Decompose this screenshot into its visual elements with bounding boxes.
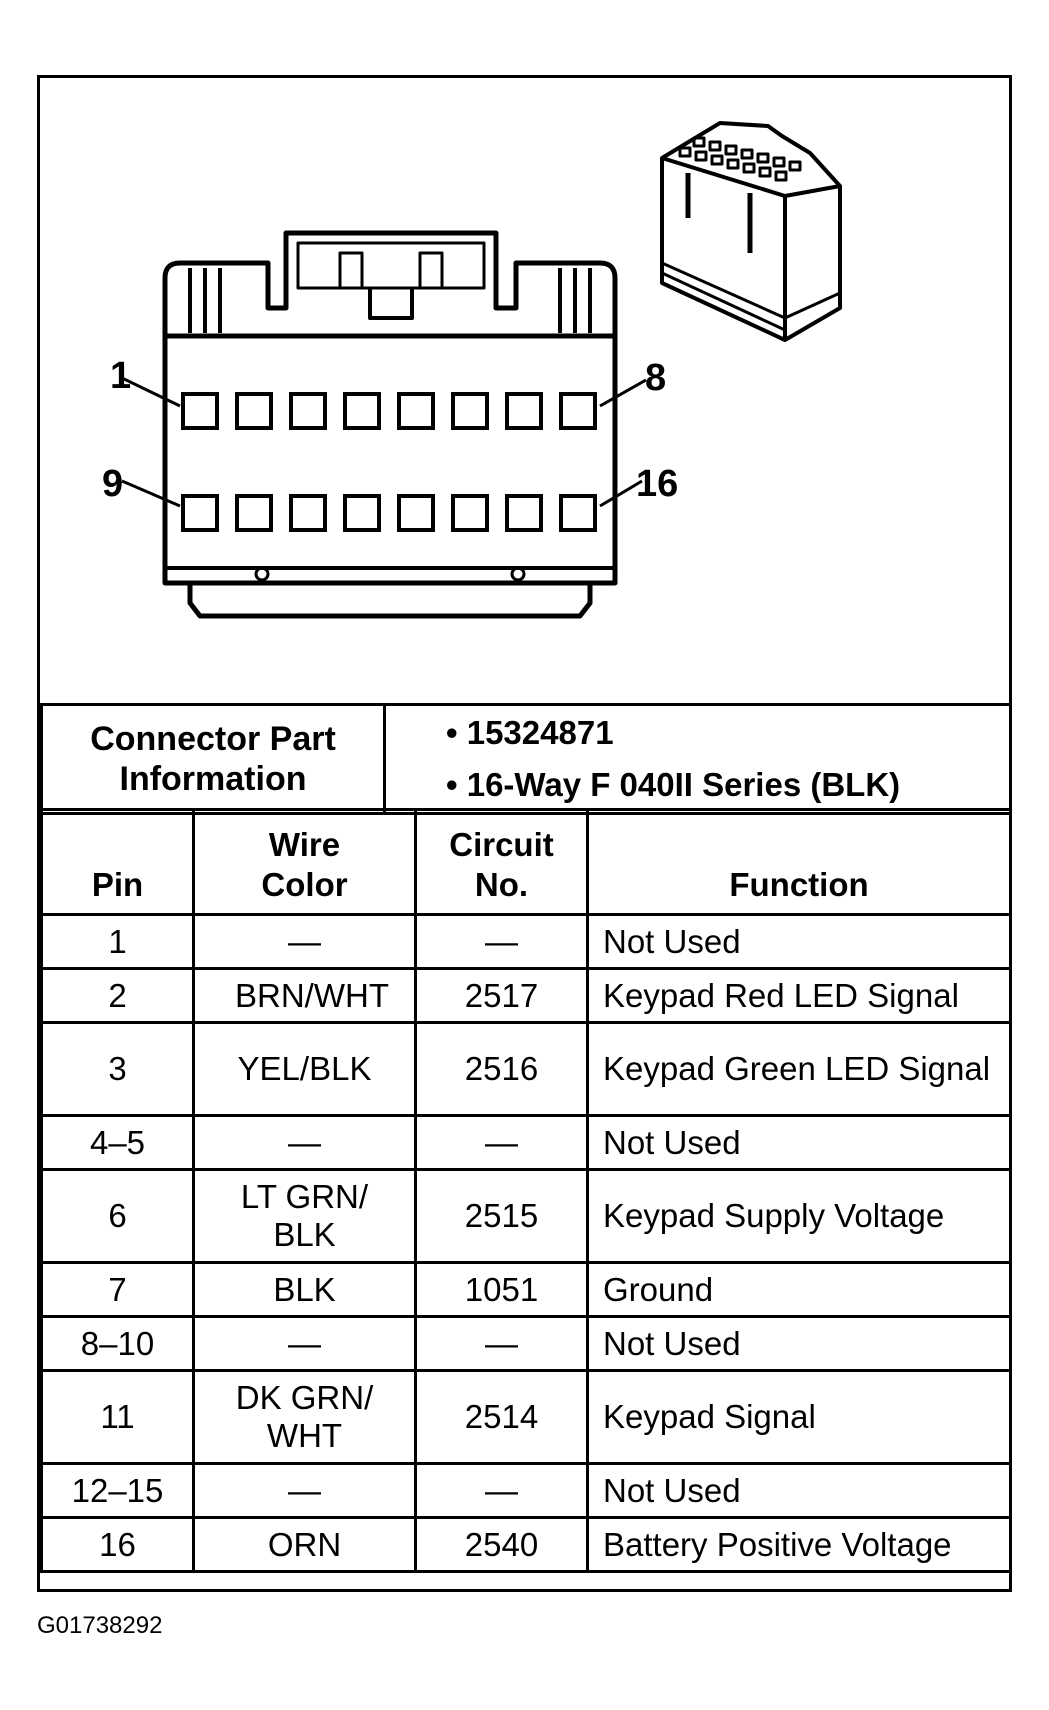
callout-pin-9: 9	[102, 463, 123, 505]
pin-cavity	[559, 494, 597, 532]
callout-pin-8: 8	[645, 357, 666, 399]
circuit-cell: 2540	[414, 1516, 589, 1573]
connector-diagram: 1 8 9 16	[40, 78, 1009, 703]
function-cell: Not Used	[586, 1315, 1012, 1372]
wire-color-cell: YEL/BLK	[192, 1021, 417, 1117]
wire-color-cell: —	[192, 1315, 417, 1372]
pin-table: Pin Wire Color Circuit No. Function 1——N…	[40, 808, 1012, 1573]
pin-cavity	[397, 494, 435, 532]
pin-cavity	[181, 494, 219, 532]
wire-color-cell: —	[192, 913, 417, 970]
pin-cell: 8–10	[40, 1315, 195, 1372]
table-row: 12–15——Not Used	[40, 1462, 1012, 1519]
col-header-circuit-no: Circuit No.	[414, 808, 589, 916]
function-cell: Not Used	[586, 913, 1012, 970]
wire-color-cell: LT GRN/ BLK	[192, 1168, 417, 1264]
circuit-cell: —	[414, 1114, 589, 1171]
pin-cell: 2	[40, 967, 195, 1024]
wire-color-cell: DK GRN/ WHT	[192, 1369, 417, 1465]
table-row: 8–10——Not Used	[40, 1315, 1012, 1372]
connector-series: • 16-Way F 040II Series (BLK)	[446, 766, 901, 803]
pin-cavity	[235, 392, 273, 430]
table-row: 4–5——Not Used	[40, 1114, 1012, 1171]
pin-cavities	[181, 392, 597, 532]
pin-cavity	[343, 494, 381, 532]
pin-cavity	[451, 494, 489, 532]
pin-cavity	[505, 392, 543, 430]
pin-cell: 1	[40, 913, 195, 970]
function-cell: Keypad Signal	[586, 1369, 1012, 1465]
col-header-pin: Pin	[40, 808, 195, 916]
col-header-wire-color: Wire Color	[192, 808, 417, 916]
function-cell: Ground	[586, 1261, 1012, 1318]
pin-cavity	[289, 494, 327, 532]
wire-color-cell: BRN/WHT	[192, 967, 417, 1024]
figure-id: G01738292	[37, 1612, 163, 1639]
connector-part-details: • 15324871 • 16-Way F 040II Series (BLK)	[383, 703, 1012, 815]
leader-pin-9	[121, 479, 181, 508]
pin-cell: 6	[40, 1168, 195, 1264]
wire-color-cell: ORN	[192, 1516, 417, 1573]
circuit-cell: 1051	[414, 1261, 589, 1318]
pin-cavity	[343, 392, 381, 430]
col-header-function: Function	[586, 808, 1012, 916]
pin-cavity	[559, 392, 597, 430]
pin-cell: 3	[40, 1021, 195, 1117]
function-cell: Keypad Green LED Signal	[586, 1021, 1012, 1117]
pin-cavity	[451, 392, 489, 430]
circuit-cell: 2515	[414, 1168, 589, 1264]
pin-cell: 12–15	[40, 1462, 195, 1519]
function-cell: Battery Positive Voltage	[586, 1516, 1012, 1573]
wire-color-cell: —	[192, 1114, 417, 1171]
function-cell: Keypad Red LED Signal	[586, 967, 1012, 1024]
circuit-cell: 2516	[414, 1021, 589, 1117]
figure-frame: 1 8 9 16 Connector Part Information • 15…	[37, 75, 1012, 1592]
callout-pin-16: 16	[636, 463, 678, 505]
circuit-cell: —	[414, 1315, 589, 1372]
callout-pin-1: 1	[110, 355, 131, 397]
pin-cavity	[235, 494, 273, 532]
pin-cell: 7	[40, 1261, 195, 1318]
pin-cell: 16	[40, 1516, 195, 1573]
connector-info-table: Connector Part Information • 15324871 • …	[40, 703, 1012, 815]
connector-face-outline	[162, 230, 618, 586]
pin-cavity	[289, 392, 327, 430]
table-row: 1——Not Used	[40, 913, 1012, 970]
circuit-cell: 2517	[414, 967, 589, 1024]
pin-cavity	[181, 392, 219, 430]
pin-cavity	[397, 392, 435, 430]
pin-cell: 11	[40, 1369, 195, 1465]
leader-pin-16	[599, 479, 643, 508]
circuit-cell: —	[414, 1462, 589, 1519]
connector-isometric-view	[660, 121, 842, 342]
circuit-cell: —	[414, 913, 589, 970]
wire-color-cell: —	[192, 1462, 417, 1519]
circuit-cell: 2514	[414, 1369, 589, 1465]
pin-cell: 4–5	[40, 1114, 195, 1171]
function-cell: Keypad Supply Voltage	[586, 1168, 1012, 1264]
wire-color-cell: BLK	[192, 1261, 417, 1318]
function-cell: Not Used	[586, 1462, 1012, 1519]
leader-pin-1	[121, 376, 181, 408]
function-cell: Not Used	[586, 1114, 1012, 1171]
part-number: • 15324871	[446, 714, 614, 751]
connector-part-label: Connector Part Information	[40, 703, 386, 815]
connector-base	[187, 583, 593, 619]
connector-drawing: 1 8 9 16	[102, 121, 842, 619]
leader-pin-8	[599, 378, 647, 408]
pin-cavity	[505, 494, 543, 532]
